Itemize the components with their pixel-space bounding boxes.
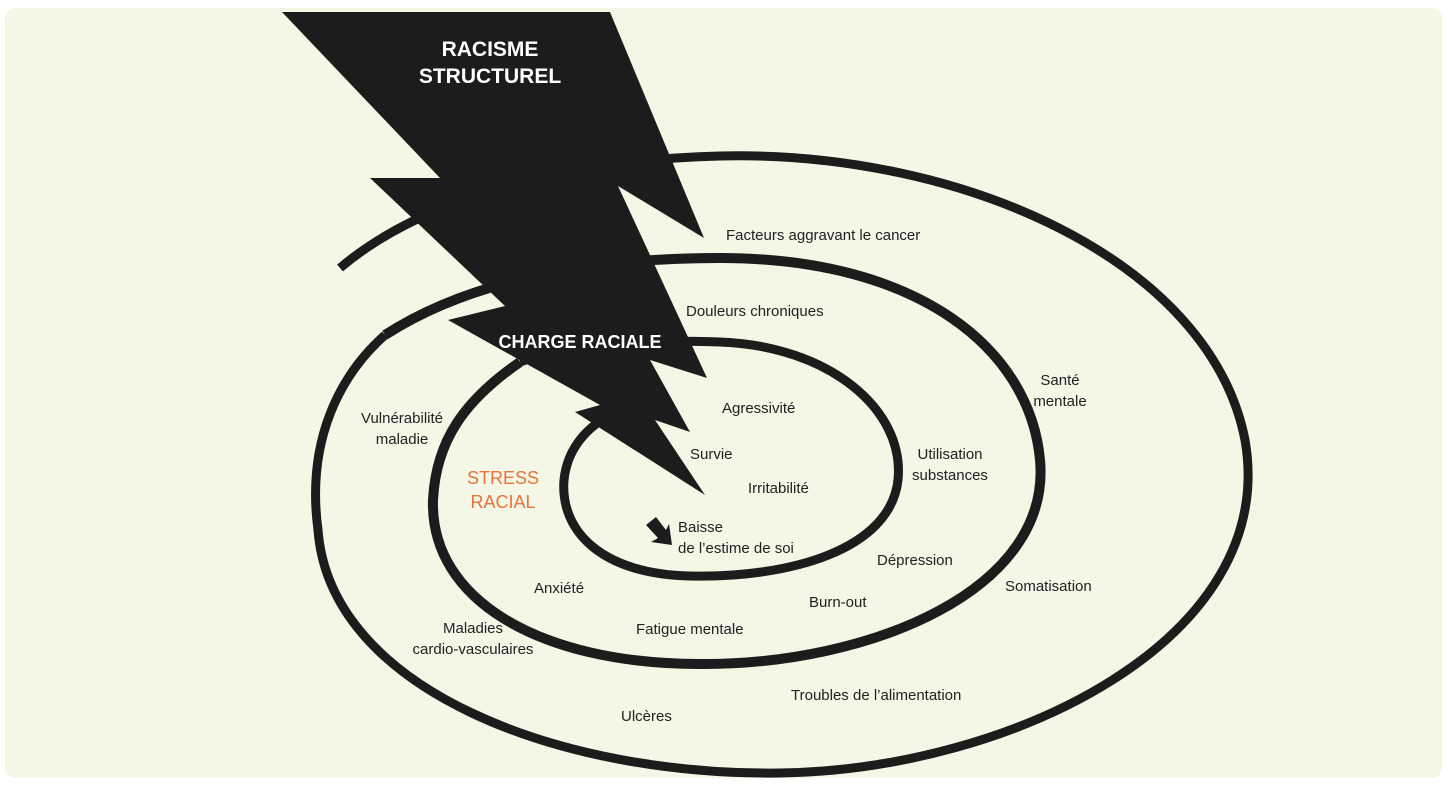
label-irritabilite: Irritabilité [748,480,809,497]
label-line: Vulnérabilité [361,410,443,427]
arrow-down-right-icon [646,517,672,545]
label-line: Utilisation [917,446,983,463]
label-vulnerabilite-maladie: Vulnérabilité maladie [352,408,452,450]
label-utilisation-substances: Utilisation substances [900,444,1000,486]
label-maladies-cardio: Maladies cardio-vasculaires [403,618,543,660]
label-line: de l’estime de soi [678,540,794,557]
label-depression: Dépression [877,552,953,569]
label-line: mentale [1033,393,1087,410]
title-racisme-structurel: RACISME STRUCTUREL [380,36,600,90]
label-line: cardio-vasculaires [412,641,534,658]
label-fatigue-mentale: Fatigue mentale [636,621,744,638]
label-agressivite: Agressivité [722,400,796,417]
label-line: substances [912,467,988,484]
lightning-bolt-icon [282,12,707,495]
title-line: RACIAL [470,492,536,512]
label-somatisation: Somatisation [1005,578,1092,595]
title-line: STRESS [466,468,540,488]
label-line: Baisse [678,519,724,536]
title-line: RACISME [441,38,539,61]
title-stress-racial: STRESS RACIAL [448,466,558,514]
label-baisse-estime: Baisse de l’estime de soi [678,517,794,559]
label-facteurs-cancer: Facteurs aggravant le cancer [726,227,921,244]
label-line: maladie [375,431,429,448]
label-burn-out: Burn-out [809,594,867,611]
label-anxiete: Anxiété [534,580,585,597]
label-troubles-alimentation: Troubles de l’alimentation [791,687,962,704]
label-ulceres: Ulcères [621,708,672,725]
label-line: Maladies [442,620,504,637]
label-survie: Survie [690,446,733,463]
title-line: STRUCTUREL [418,65,562,88]
title-charge-raciale: CHARGE RACIALE [498,332,662,352]
label-line: Santé [1040,372,1080,389]
spiral-ring-middle [382,252,1046,670]
label-sante-mentale: Santé mentale [1025,370,1095,412]
label-douleurs-chroniques: Douleurs chroniques [686,303,824,320]
diagram-panel [5,8,1442,778]
spiral-ring-outer [311,151,1253,778]
